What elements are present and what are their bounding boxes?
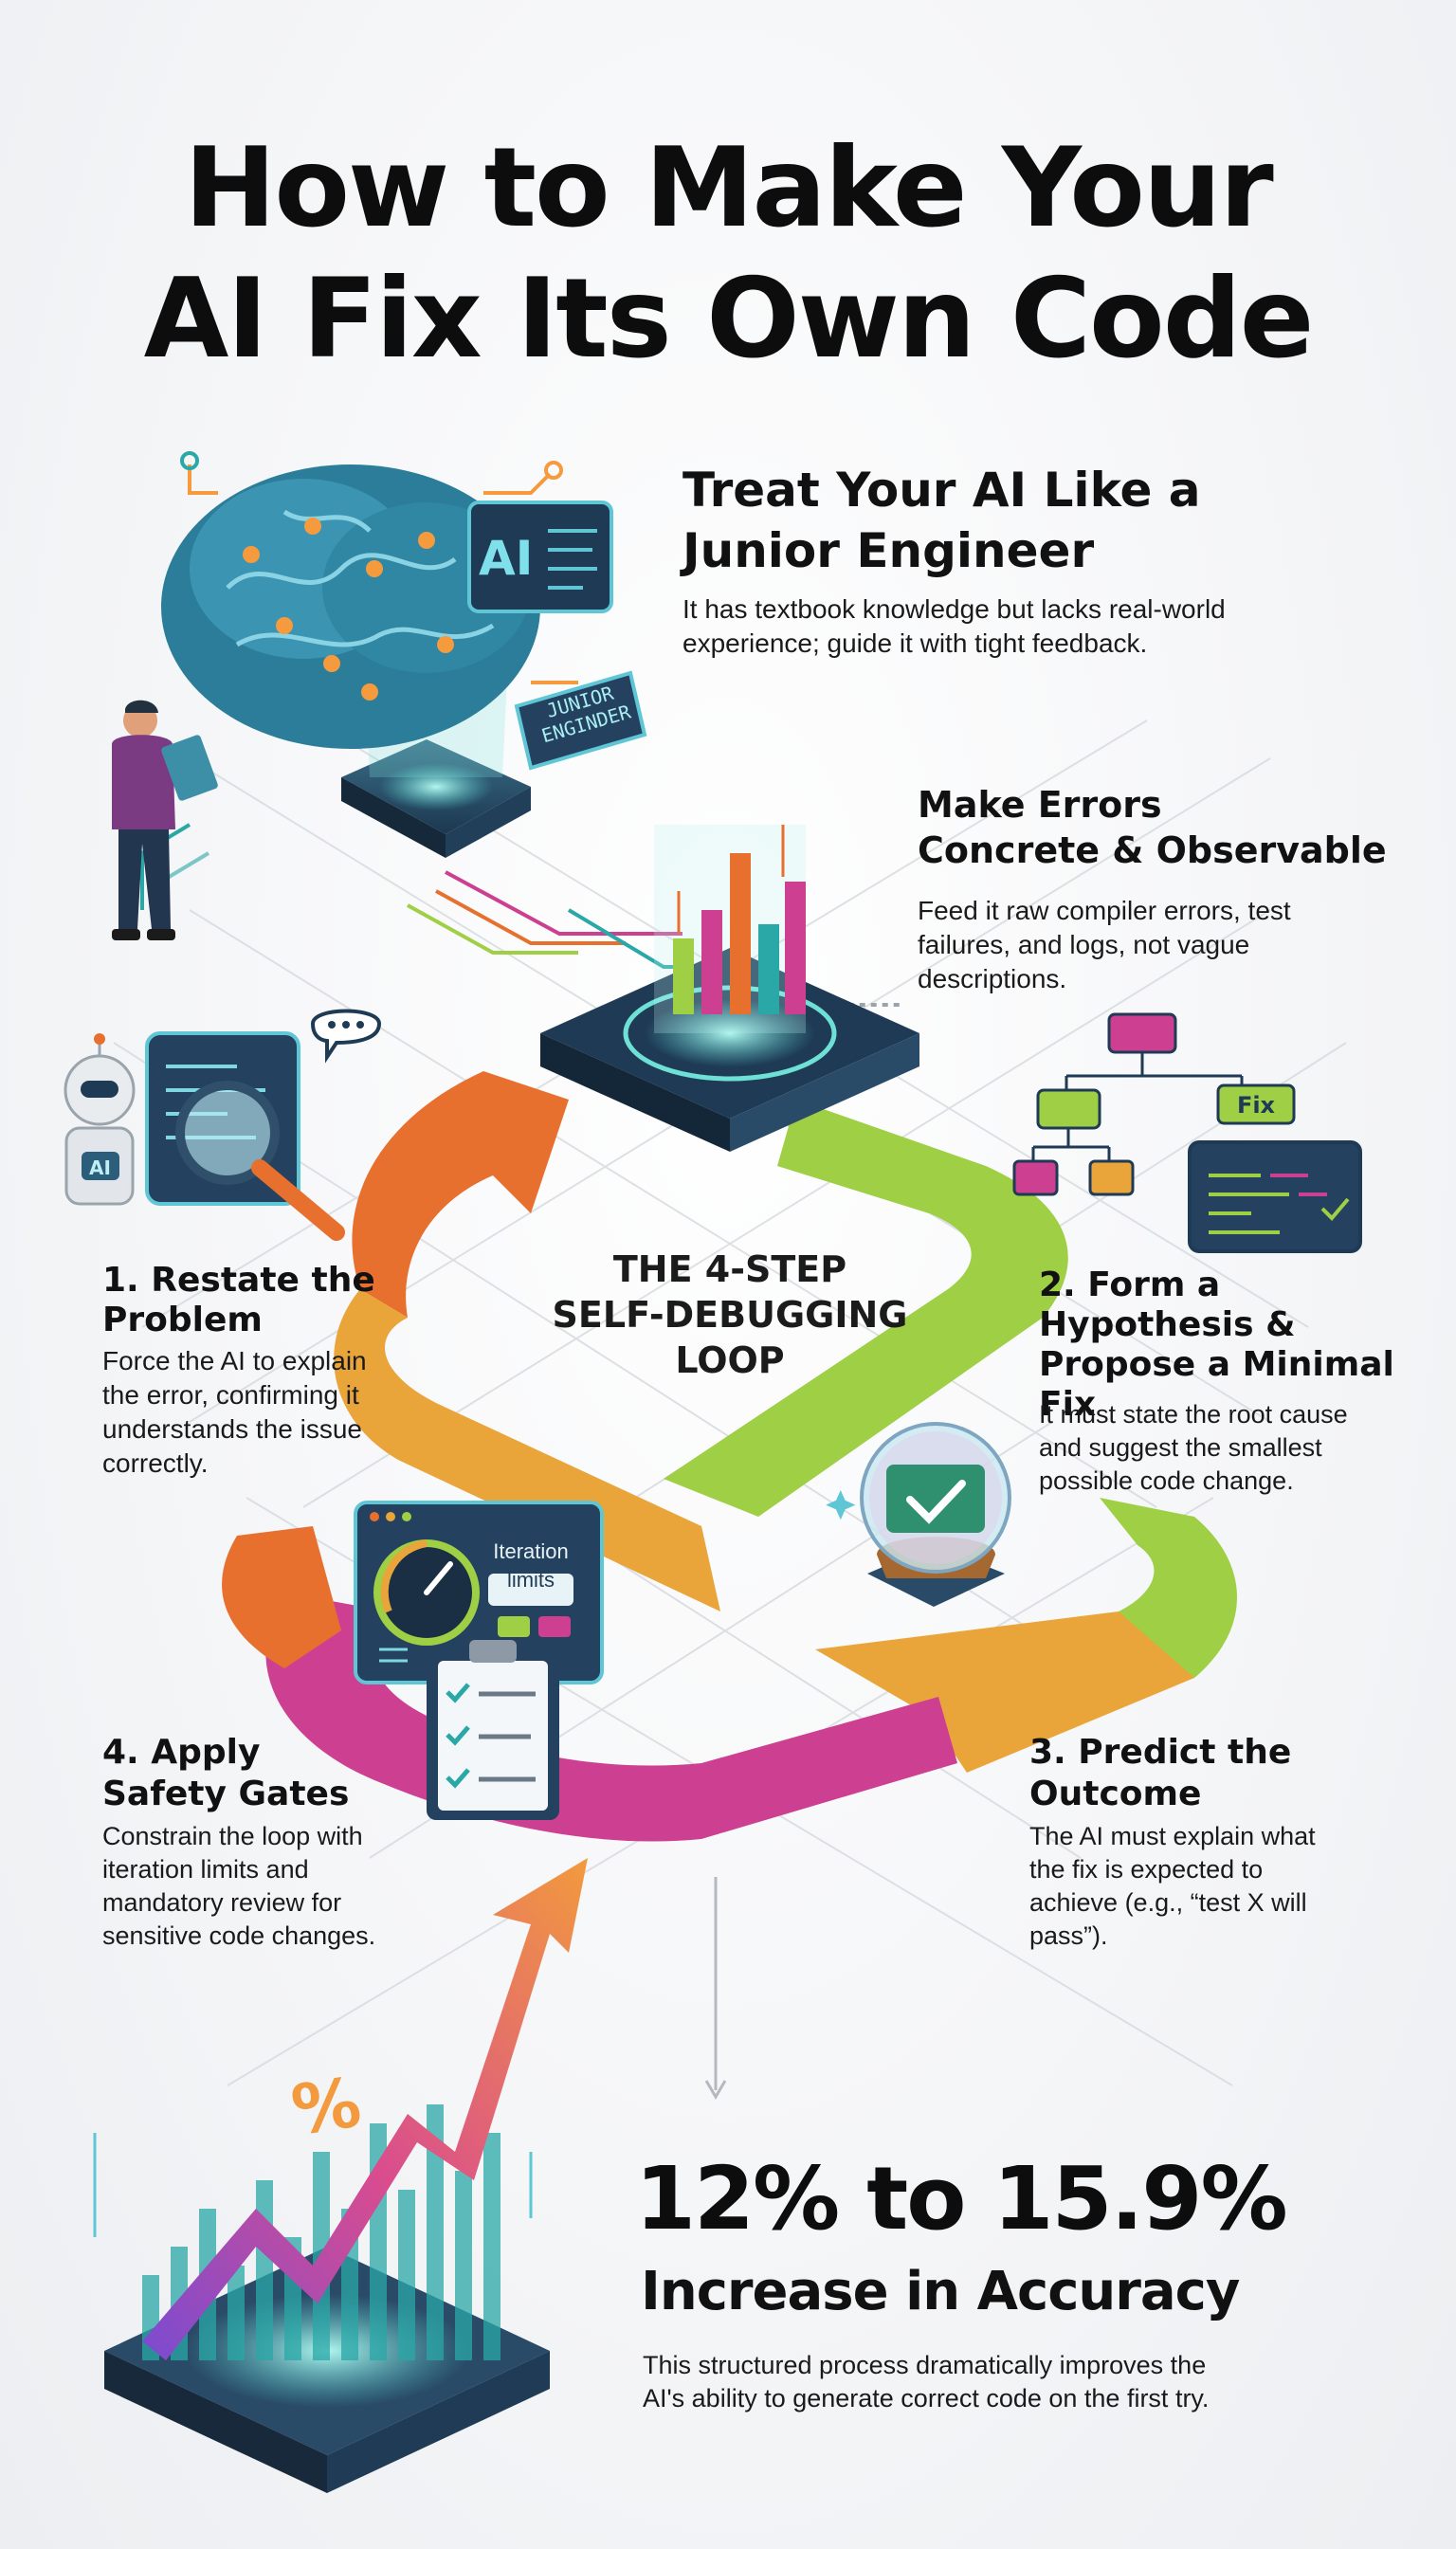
step1-heading: 1. Restate the Problem bbox=[102, 1261, 463, 1340]
robot-badge-label: AI bbox=[89, 1156, 111, 1179]
accuracy-stat-value: 12% to 15.9% bbox=[635, 2148, 1288, 2249]
step4-heading: 4. Apply Safety Gates bbox=[102, 1732, 482, 1815]
loop-label-line-2: SELF-DEBUGGING bbox=[552, 1294, 908, 1336]
loop-arrow-orange bbox=[352, 1071, 569, 1318]
accuracy-stat-subtitle: Increase in Accuracy bbox=[641, 2261, 1240, 2322]
step1-body-line-3: understands the issue bbox=[102, 1414, 362, 1444]
errors-body: Feed it raw compiler errors, test failur… bbox=[918, 894, 1429, 996]
step2-body: It must state the root cause and suggest… bbox=[1039, 1398, 1447, 1498]
step3-heading-line-2: Outcome bbox=[1029, 1775, 1202, 1813]
panel-line-2: limits bbox=[506, 1568, 555, 1592]
growth-chart-icon bbox=[93, 1858, 588, 2493]
step2-heading-line-3: Propose a Minimal Fix bbox=[1039, 1345, 1394, 1424]
step1-body: Force the AI to explain the error, confi… bbox=[102, 1344, 482, 1481]
percent-glyph: % bbox=[286, 2062, 366, 2151]
junior-engineer-tag bbox=[514, 670, 647, 771]
iteration-limits-label: Iteration limits bbox=[485, 1538, 576, 1594]
junior-heading-line-1: Treat Your AI Like a bbox=[682, 463, 1201, 518]
loop-label-line-3: LOOP bbox=[675, 1339, 785, 1381]
step1-heading-line-1: 1. Restate the bbox=[102, 1261, 375, 1300]
loop-arrow-lime bbox=[664, 1100, 1068, 1517]
step4-body-line-4: sensitive code changes. bbox=[102, 1921, 376, 1950]
brain-icon bbox=[161, 451, 578, 749]
step4-body-line-1: Constrain the loop with bbox=[102, 1822, 363, 1850]
title-line-2: AI Fix Its Own Code bbox=[143, 255, 1315, 383]
errors-body-line-2: failures, and logs, not vague bbox=[918, 930, 1250, 959]
stat-body-line-2: AI's ability to generate correct code on… bbox=[643, 2384, 1210, 2412]
step2-heading: 2. Form a Hypothesis & Propose a Minimal… bbox=[1039, 1265, 1452, 1425]
accuracy-stat-body: This structured process dramatically imp… bbox=[643, 2349, 1439, 2415]
step2-heading-line-2: Hypothesis & bbox=[1039, 1305, 1296, 1344]
step2-heading-line-1: 2. Form a bbox=[1039, 1265, 1221, 1304]
junior-body-line-1: It has textbook knowledge but lacks real… bbox=[682, 594, 1226, 624]
step1-body-line-1: Force the AI to explain bbox=[102, 1346, 367, 1375]
ai-screen bbox=[467, 501, 613, 613]
step3-body-line-4: pass”). bbox=[1029, 1921, 1108, 1950]
step1-body-line-4: correctly. bbox=[102, 1448, 209, 1478]
step3-heading-line-1: 3. Predict the bbox=[1029, 1733, 1292, 1772]
step1-body-line-2: the error, confirming it bbox=[102, 1380, 359, 1410]
loop-arrow-amber-right bbox=[815, 1611, 1194, 1773]
junior-body: It has textbook knowledge but lacks real… bbox=[682, 592, 1403, 661]
step4-body: Constrain the loop with iteration limits… bbox=[102, 1820, 500, 1953]
loop-label-line-1: THE 4-STEP bbox=[612, 1248, 847, 1290]
errors-heading: Make Errors Concrete & Observable bbox=[918, 782, 1448, 873]
step2-body-line-1: It must state the root cause bbox=[1039, 1400, 1348, 1429]
step3-body-line-3: achieve (e.g., “test X will bbox=[1029, 1888, 1307, 1917]
step3-heading: 3. Predict the Outcome bbox=[1029, 1732, 1428, 1815]
junior-body-line-2: experience; guide it with tight feedback… bbox=[682, 628, 1148, 658]
ai-badge-label: AI bbox=[479, 531, 534, 586]
stat-body-line-1: This structured process dramatically imp… bbox=[643, 2351, 1207, 2379]
page-title: How to Make Your AI Fix Its Own Code bbox=[0, 123, 1456, 385]
step2-body-line-2: and suggest the smallest bbox=[1039, 1433, 1322, 1462]
step4-heading-line-1: 4. Apply bbox=[102, 1733, 261, 1772]
flowchart-icon bbox=[1012, 1012, 1362, 1253]
step3-body: The AI must explain what the fix is expe… bbox=[1029, 1820, 1437, 1953]
errors-body-line-1: Feed it raw compiler errors, test bbox=[918, 896, 1291, 925]
person-icon bbox=[112, 700, 218, 940]
loop-label: THE 4-STEP SELF-DEBUGGING LOOP bbox=[512, 1247, 948, 1383]
step2-body-line-3: possible code change. bbox=[1039, 1466, 1294, 1495]
loop-arrow-orange-left bbox=[222, 1526, 341, 1668]
step3-body-line-1: The AI must explain what bbox=[1029, 1822, 1316, 1850]
errors-body-line-3: descriptions. bbox=[918, 964, 1067, 993]
data-platform bbox=[540, 825, 919, 1152]
junior-heading: Treat Your AI Like a Junior Engineer bbox=[682, 460, 1403, 581]
step3-body-line-2: the fix is expected to bbox=[1029, 1855, 1264, 1884]
step4-heading-line-2: Safety Gates bbox=[102, 1775, 350, 1813]
title-line-1: How to Make Your bbox=[184, 124, 1273, 252]
errors-heading-line-2: Concrete & Observable bbox=[918, 829, 1387, 871]
step4-body-line-2: iteration limits and bbox=[102, 1855, 309, 1884]
step1-heading-line-2: Problem bbox=[102, 1301, 263, 1339]
panel-line-1: Iteration bbox=[493, 1539, 569, 1563]
loop-arrow-amber bbox=[334, 1289, 720, 1611]
down-arrow bbox=[704, 1877, 727, 2100]
junior-heading-line-2: Junior Engineer bbox=[682, 523, 1095, 578]
errors-heading-line-1: Make Errors bbox=[918, 784, 1162, 826]
step4-body-line-3: mandatory review for bbox=[102, 1888, 342, 1917]
crystal-ball-icon bbox=[826, 1422, 1011, 1607]
checklist-icon bbox=[427, 1640, 559, 1820]
fix-label: Fix bbox=[1236, 1092, 1276, 1119]
iteration-dashboard-icon bbox=[354, 1501, 604, 1684]
robot-icon bbox=[64, 1009, 382, 1241]
